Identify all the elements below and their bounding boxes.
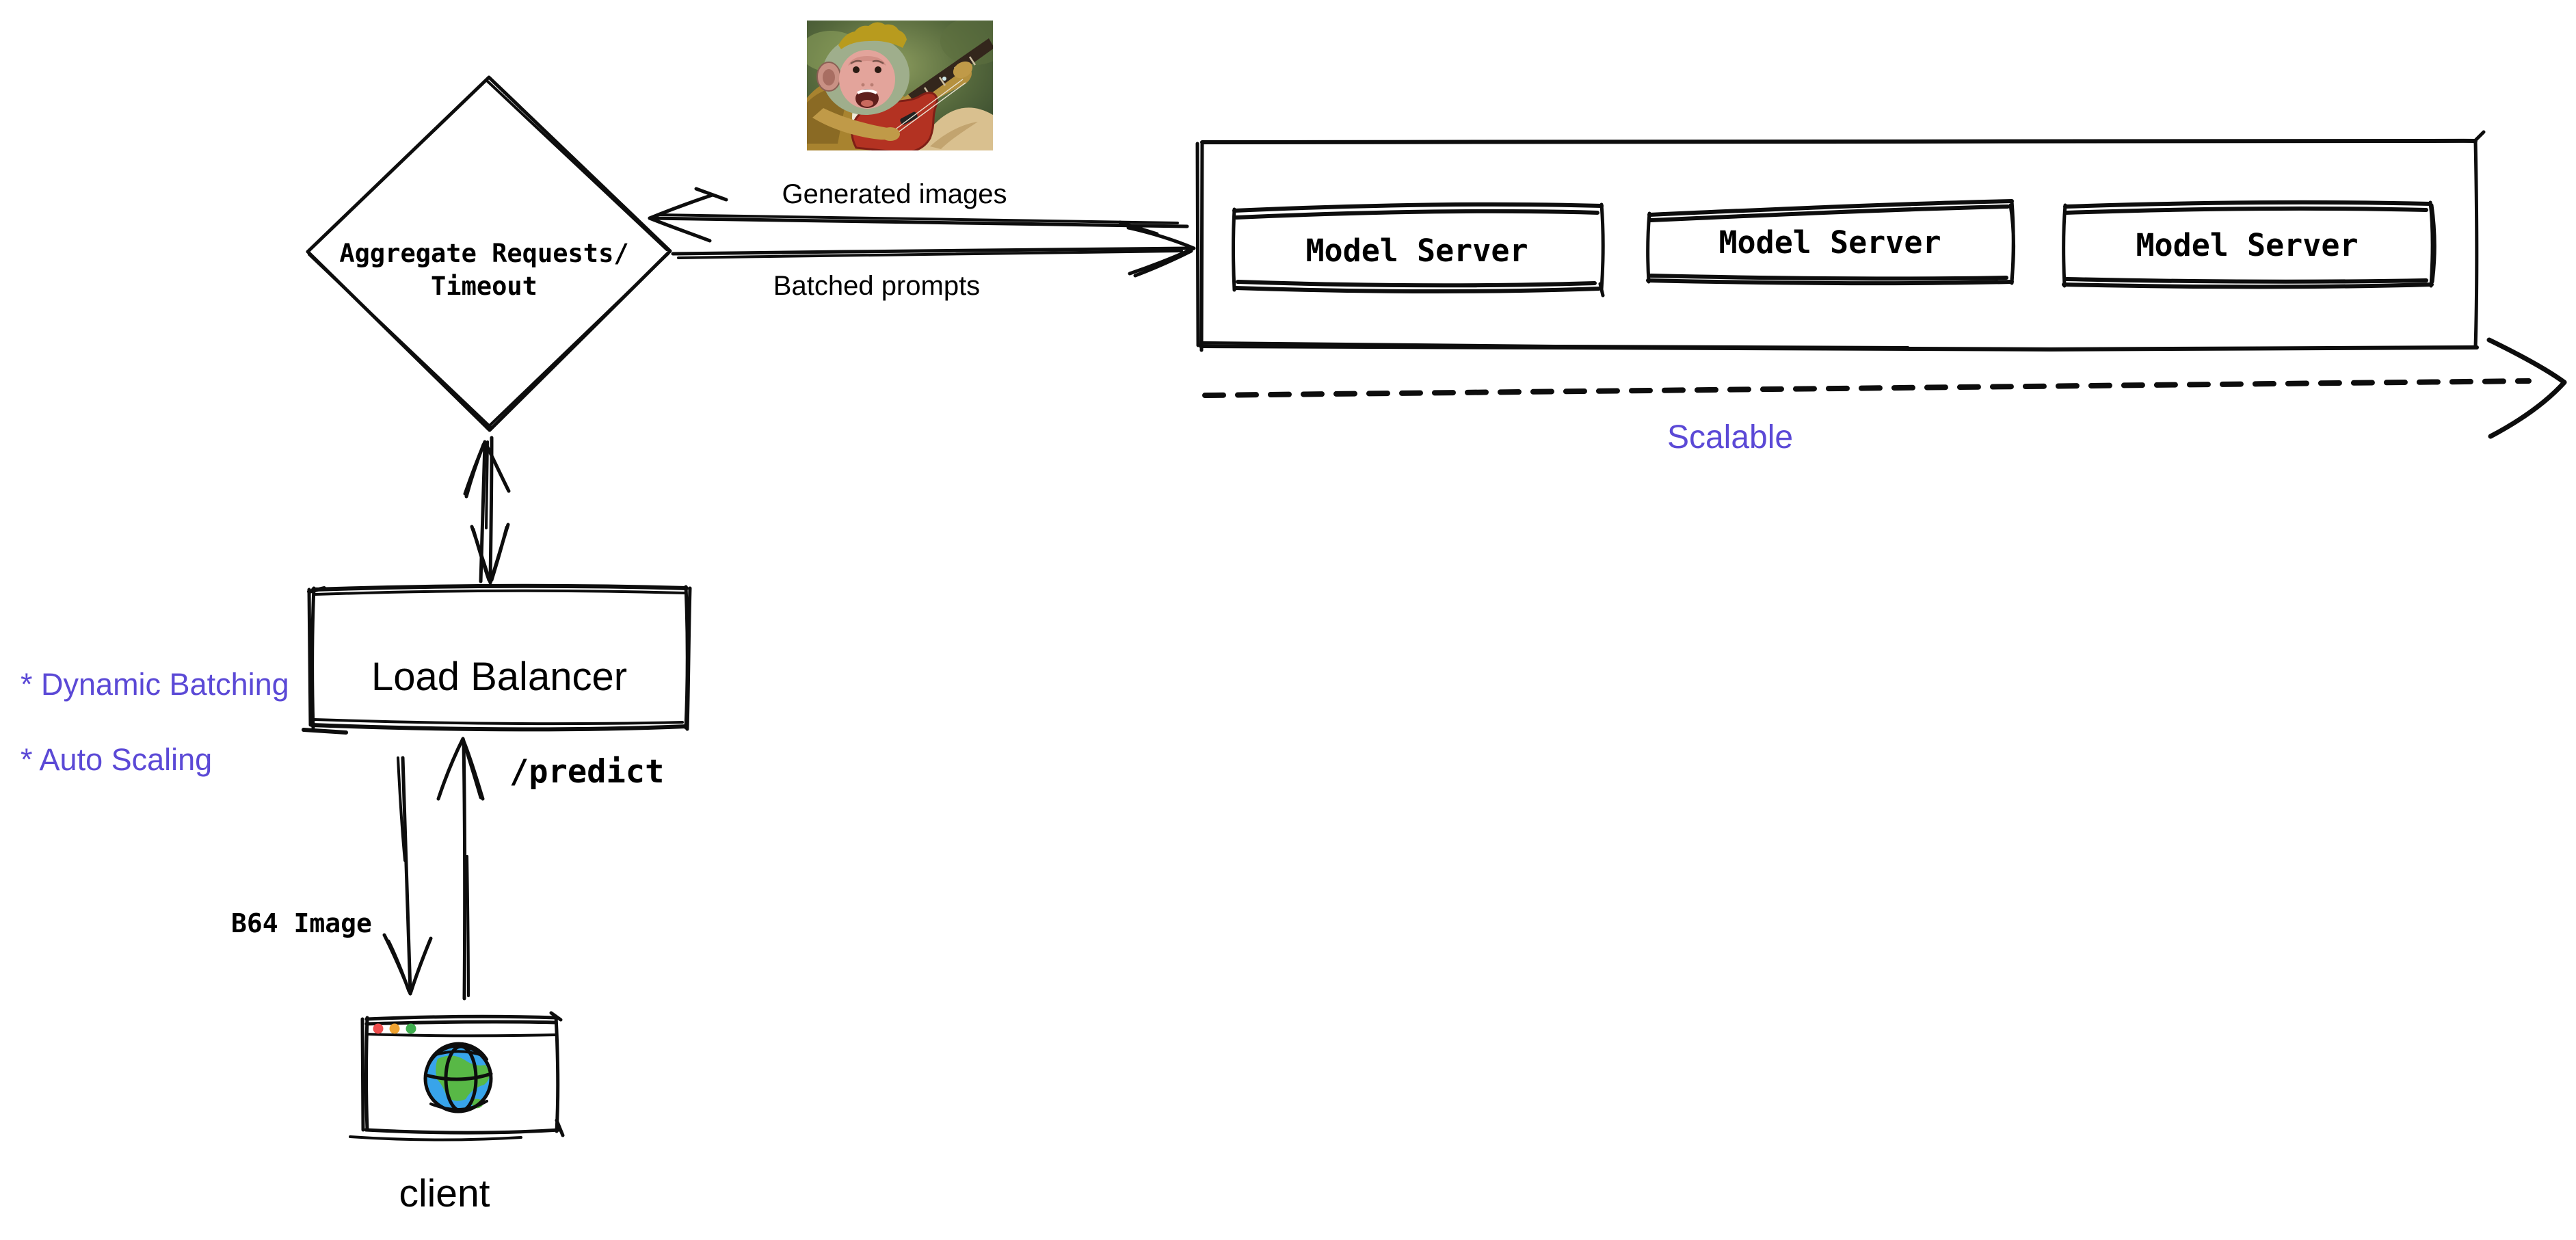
generated-images-arrow xyxy=(648,187,1189,243)
model-server-box-3 xyxy=(2062,200,2436,289)
server-pool-container xyxy=(1195,130,2486,352)
generated-images-label: Generated images xyxy=(782,179,1007,209)
browser-dot-orange-icon xyxy=(389,1023,400,1034)
browser-dot-green-icon xyxy=(406,1023,416,1034)
predict-arrow xyxy=(436,737,485,1001)
load-balancer-box xyxy=(302,583,692,735)
aggregate-requests-label: Aggregate Requests/ Timeout xyxy=(339,239,629,301)
diamond-loadbalancer-arrow xyxy=(463,436,511,585)
b64-image-label: B64 Image xyxy=(231,908,372,938)
browser-dot-red-icon xyxy=(373,1023,384,1034)
feature-dynamic-batching: * Dynamic Batching xyxy=(21,667,289,702)
client-browser-icon xyxy=(349,1011,565,1142)
predict-endpoint-label: /predict xyxy=(509,753,665,791)
load-balancer-features: * Dynamic Batching * Auto Scaling xyxy=(21,628,289,816)
model-server-2-label: Model Server xyxy=(1718,224,1941,261)
globe-icon xyxy=(423,1042,493,1113)
model-server-box-2 xyxy=(1646,199,2016,286)
batched-prompts-arrow xyxy=(671,220,1196,278)
b64-image-arrow xyxy=(382,756,433,996)
scalable-arrow xyxy=(1202,337,2567,439)
monkey-playing-guitar-image xyxy=(807,21,993,150)
load-balancer-label: Load Balancer xyxy=(371,655,628,699)
batched-prompts-label: Batched prompts xyxy=(773,271,981,301)
model-server-3-label: Model Server xyxy=(2136,227,2359,263)
aggregate-diamond-shape xyxy=(306,75,672,432)
scalable-label: Scalable xyxy=(1667,419,1794,456)
client-label: client xyxy=(399,1172,490,1215)
model-server-1-label: Model Server xyxy=(1305,233,1528,269)
model-server-box-1 xyxy=(1232,202,1605,298)
feature-auto-scaling: * Auto Scaling xyxy=(21,742,213,777)
